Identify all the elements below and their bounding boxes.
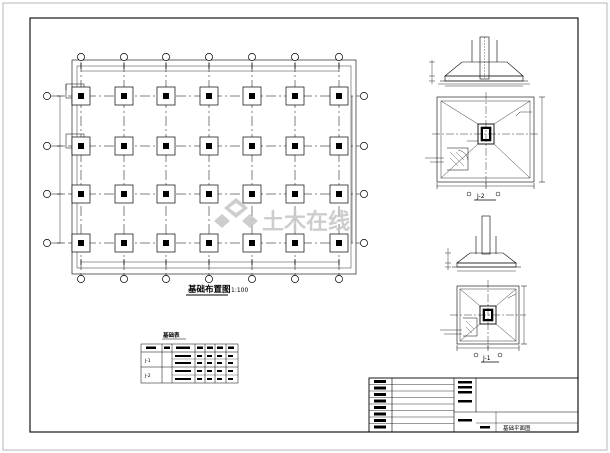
footing-1-3 [156, 86, 176, 106]
axis-bubble-bottom-3 [162, 275, 170, 283]
footing-4-6 [285, 233, 305, 253]
foundation-schedule: 基础表 [140, 331, 239, 384]
top-dimension-ticks [80, 63, 340, 72]
axis-bubble-right-2 [360, 142, 368, 150]
axis-bubble-bottom-5 [248, 275, 256, 283]
footing-3-7 [329, 184, 349, 204]
axis-bubble-bottom-4 [205, 275, 213, 283]
footing-4-1 [71, 233, 91, 253]
j2-section-elevation [429, 36, 530, 87]
axis-bubble-bottom-1 [77, 275, 85, 283]
footing-3-3 [156, 184, 176, 204]
plan-dimension-frame [71, 59, 357, 275]
footing-1-2 [114, 86, 134, 106]
axis-bubble-top-3 [162, 53, 170, 61]
schedule-title: 基础表 [162, 331, 180, 339]
axis-bubble-bottom-7 [335, 275, 343, 283]
footing-4-7 [329, 233, 349, 253]
footing-2-5 [242, 136, 262, 156]
footing-4-5 [242, 233, 262, 253]
axis-bubble-top-2 [120, 53, 128, 61]
watermark: 土木在线 [214, 198, 350, 235]
axis-bubbles [43, 53, 368, 283]
schedule-row-label-1: J-1 [144, 358, 151, 364]
axis-bubble-left-2 [43, 142, 51, 150]
axis-bubble-right-1 [360, 92, 368, 100]
j1-footing-plan [440, 280, 527, 351]
horizontal-axis-lines [50, 95, 360, 244]
footing-3-4 [199, 184, 219, 204]
sheet-frame [29, 17, 579, 433]
bottom-dimension-ticks [80, 259, 340, 265]
side-dimension-ticks [57, 95, 353, 244]
footing-2-1 [71, 136, 91, 156]
footing-1-5 [242, 86, 262, 106]
j2-footing-plan [425, 92, 545, 189]
axis-bubble-top-1 [77, 53, 85, 61]
title-block-glyphs [374, 380, 490, 429]
footing-1-4 [199, 86, 219, 106]
watermark-logo-icon [214, 198, 258, 228]
footing-grid [71, 86, 349, 253]
footing-3-5 [242, 184, 262, 204]
foundation-plan [50, 59, 360, 275]
footing-4-3 [156, 233, 176, 253]
footing-2-7 [329, 136, 349, 156]
axis-bubble-bottom-2 [120, 275, 128, 283]
footing-3-1 [71, 184, 91, 204]
detail-j1-label: J-1 [482, 355, 491, 362]
watermark-text: 土木在线 [262, 209, 350, 235]
plan-scale: 1:100 [231, 287, 248, 294]
schedule-row-label-2: J-2 [144, 373, 151, 379]
footing-3-6 [285, 184, 305, 204]
axis-bubble-left-4 [43, 239, 51, 247]
axis-bubble-right-3 [360, 190, 368, 198]
footing-1-7 [329, 86, 349, 106]
detail-j2-label: J-2 [476, 193, 485, 200]
axis-bubble-top-6 [291, 53, 299, 61]
footing-4-4 [199, 233, 219, 253]
footing-4-2 [114, 233, 134, 253]
axis-bubble-right-4 [360, 239, 368, 247]
j1-section-elevation [445, 215, 521, 272]
footing-2-2 [114, 136, 134, 156]
plan-title-group: 基础布置图 1:100 [186, 284, 248, 296]
axis-bubble-top-7 [335, 53, 343, 61]
footing-1-1 [71, 86, 91, 106]
title-block [368, 377, 579, 433]
plan-title: 基础布置图 [187, 284, 231, 295]
axis-bubble-left-3 [43, 190, 51, 198]
axis-bubble-bottom-6 [291, 275, 299, 283]
axis-bubble-top-4 [205, 53, 213, 61]
axis-bubble-top-5 [248, 53, 256, 61]
footing-2-4 [199, 136, 219, 156]
axis-bubble-left-1 [43, 92, 51, 100]
title-block-sheet-label: 基础平面图 [503, 424, 531, 432]
footing-3-2 [114, 184, 134, 204]
footing-1-6 [285, 86, 305, 106]
footing-2-3 [156, 136, 176, 156]
detail-j2 [425, 36, 545, 201]
footing-2-6 [285, 136, 305, 156]
detail-j1 [440, 215, 527, 363]
